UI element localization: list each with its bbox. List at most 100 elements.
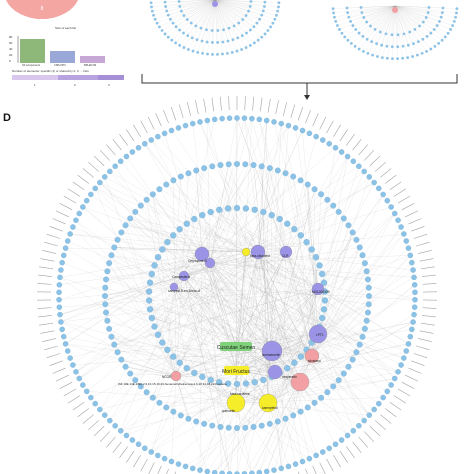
- target-node: [216, 379, 223, 386]
- top-network-edge: [335, 5, 396, 22]
- network-edge: [251, 118, 313, 357]
- network-edge: [199, 253, 203, 471]
- compound-label: campest-5-en-3beta-ol: [168, 289, 200, 293]
- mori-label: Mori Fructus: [222, 369, 250, 375]
- compound-node: [226, 393, 246, 413]
- target-node: [219, 115, 225, 122]
- network-edge: [307, 184, 319, 290]
- network-edge: [183, 275, 220, 383]
- top-network-node: [166, 35, 170, 39]
- network-edge: [209, 117, 238, 264]
- network-edge: [151, 375, 177, 453]
- top-network-edge: [183, 0, 216, 48]
- gene-label-mark: [63, 195, 77, 204]
- top-network-node: [160, 29, 164, 32]
- network-edge: [111, 336, 276, 373]
- top-network-node: [455, 7, 459, 11]
- target-node: [266, 165, 273, 172]
- network-edge: [201, 125, 289, 255]
- target-node: [170, 232, 177, 239]
- top-network-node: [221, 40, 225, 44]
- network-edge: [171, 375, 177, 462]
- target-node: [159, 339, 166, 346]
- network-edge: [114, 288, 319, 345]
- target-node: [114, 236, 121, 243]
- top-network-edge: [394, 5, 420, 27]
- top-network-node: [452, 20, 456, 23]
- target-node: [345, 363, 352, 370]
- target-node: [216, 206, 223, 213]
- top-network-node: [252, 41, 256, 45]
- target-node: [338, 437, 345, 443]
- network-edge: [257, 251, 328, 393]
- target-node: [225, 424, 232, 431]
- top-network-node: [252, 25, 256, 29]
- strip-caption: Number of elements: specific (1) or shar…: [12, 69, 89, 73]
- top-network-node: [402, 32, 406, 36]
- gene-label-mark: [393, 395, 407, 404]
- target-node: [320, 279, 328, 286]
- top-network-node: [424, 16, 428, 19]
- network-edge: [151, 251, 247, 453]
- top-network-node: [165, 9, 169, 13]
- center-node-group: Cuscutae Semen Mori Fructus: [217, 342, 255, 375]
- top-network-edge: [176, 0, 216, 27]
- target-node: [60, 252, 67, 259]
- top-network-edge: [214, 0, 218, 43]
- top-network-edge: [394, 5, 457, 14]
- target-node: [284, 365, 291, 372]
- network-edge: [120, 161, 211, 264]
- network-edge: [257, 123, 282, 253]
- target-node: [271, 119, 277, 125]
- gene-label-mark: [319, 116, 327, 130]
- target-node: [56, 296, 62, 303]
- top-network-edge: [394, 5, 419, 42]
- compound-label: kaempferol: [262, 406, 278, 410]
- top-network-node: [362, 49, 365, 53]
- network-edge: [235, 251, 259, 347]
- target-node: [155, 133, 161, 140]
- network-edge: [157, 257, 237, 404]
- target-node: [56, 304, 63, 310]
- compound-label: Campesterol: [172, 275, 190, 279]
- network-edge: [201, 253, 325, 301]
- network-edge: [65, 248, 276, 373]
- target-node: [361, 417, 367, 424]
- top-network-node: [205, 40, 209, 44]
- top-network-edge: [394, 5, 443, 41]
- network-edge: [199, 121, 259, 253]
- top-network-edge: [214, 0, 249, 12]
- top-network-node: [216, 52, 219, 56]
- target-node: [318, 191, 325, 198]
- target-node: [102, 301, 109, 308]
- gene-label-mark: [59, 381, 73, 389]
- top-network-node: [276, 9, 280, 13]
- top-network-node: [150, 9, 154, 13]
- target-node: [207, 376, 214, 384]
- top-network-node: [273, 17, 277, 21]
- top-network-node: [421, 20, 425, 24]
- target-node: [197, 119, 203, 125]
- top-network-edge: [394, 5, 431, 50]
- network-edge: [173, 235, 319, 290]
- target-node: [57, 311, 63, 318]
- top-network-node: [411, 55, 414, 58]
- top-network-node: [391, 57, 394, 61]
- target-node: [233, 204, 241, 212]
- top-network-center: [392, 7, 398, 13]
- target-node: [242, 205, 250, 212]
- gene-label-mark: [82, 168, 94, 178]
- top-network-edge: [151, 0, 216, 8]
- network-edge: [149, 275, 185, 301]
- network-edge: [90, 288, 319, 398]
- network-edge: [235, 288, 319, 371]
- network-edge: [109, 251, 287, 421]
- top-network-node: [408, 30, 412, 34]
- top-network-edge: [175, 0, 216, 43]
- target-node: [164, 346, 171, 354]
- list-size-barchart: 80 60 40 20 0 Oil components CMS DPV BPL…: [9, 26, 105, 67]
- target-node: [292, 461, 299, 467]
- network-edge: [209, 118, 253, 264]
- target-node: [156, 399, 163, 406]
- network-edge: [235, 251, 287, 347]
